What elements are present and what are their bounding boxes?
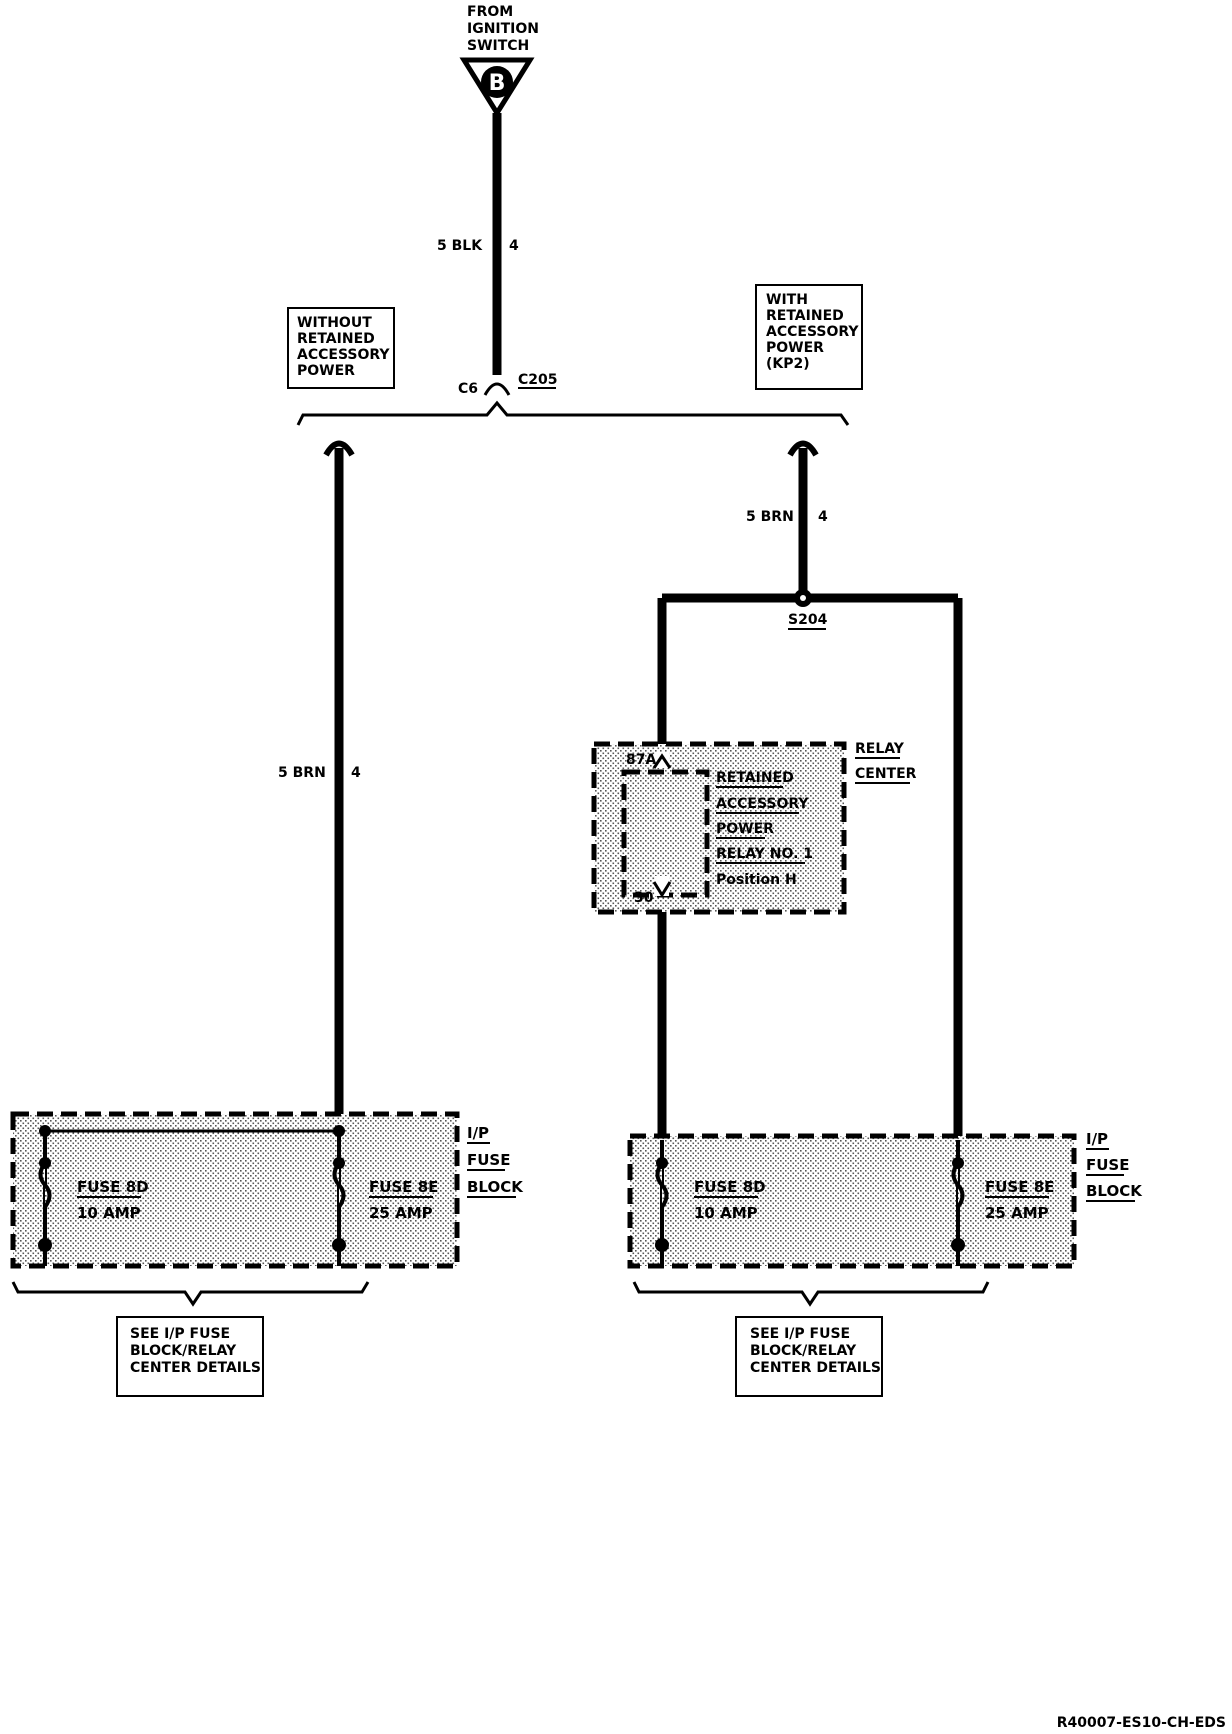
note-box-left: SEE I/P FUSE BLOCK/RELAY CENTER DETAILS <box>116 1316 264 1397</box>
svg-text:POWER: POWER <box>297 363 355 379</box>
fuse-block-left-bracket <box>11 1281 370 1307</box>
connector-b-badge <box>481 66 513 98</box>
connector-id: C205 <box>518 372 558 388</box>
relay-line-1: RETAINED <box>716 770 794 786</box>
relay-line-3: POWER <box>716 821 774 837</box>
relay-center-label: RELAY CENTER <box>855 741 917 784</box>
svg-text:CENTER DETAILS: CENTER DETAILS <box>130 1360 261 1376</box>
connector-c205: C6 C205 <box>458 372 558 397</box>
fuse-block-right-label: I/P FUSE BLOCK <box>1086 1130 1143 1202</box>
fuse-block-left-label: I/P FUSE BLOCK <box>467 1124 524 1198</box>
wire-left-circuit: 4 <box>351 765 361 781</box>
svg-text:I/P: I/P <box>1086 1130 1108 1148</box>
svg-text:ACCESSORY: ACCESSORY <box>297 347 390 363</box>
svg-text:BLOCK/RELAY: BLOCK/RELAY <box>130 1343 237 1359</box>
fuse-right-8d-name: FUSE 8D <box>694 1178 766 1196</box>
fuse-right-8e-rating: 25 AMP <box>985 1204 1049 1222</box>
wire-top-circuit: 4 <box>509 238 519 254</box>
svg-text:WITH: WITH <box>766 292 808 308</box>
relay-line-4: RELAY NO. 1 <box>716 846 813 862</box>
fuse-right-8e-name: FUSE 8E <box>985 1178 1054 1196</box>
svg-text:BLOCK: BLOCK <box>1086 1182 1143 1200</box>
connector-cavity: C6 <box>458 381 478 397</box>
relay-terminal-87a: 87A <box>626 752 656 768</box>
wire-right-circuit: 4 <box>818 509 828 525</box>
relay-terminal-30: 30 <box>634 890 654 906</box>
wire-left-size-color: 5 BRN <box>278 765 326 781</box>
source-label-line-2: IGNITION <box>467 21 539 37</box>
svg-text:BLOCK/RELAY: BLOCK/RELAY <box>750 1343 857 1359</box>
relay-center: 87A 30 RETAINED ACCESSORY POWER RELAY NO… <box>591 741 847 915</box>
splice-s204: S204 <box>662 589 958 630</box>
connector-b-letter: B <box>489 71 506 96</box>
option-without-box: WITHOUT RETAINED ACCESSORY POWER <box>287 307 395 389</box>
fuse-block-right: FUSE 8D 10 AMP FUSE 8E 25 AMP <box>627 1133 1077 1269</box>
svg-text:ACCESSORY: ACCESSORY <box>766 324 859 340</box>
splice-id: S204 <box>788 612 828 628</box>
svg-text:RETAINED: RETAINED <box>766 308 844 324</box>
svg-text:POWER: POWER <box>766 340 824 356</box>
fuse-block-left: FUSE 8D 10 AMP FUSE 8E 25 AMP <box>10 1111 460 1269</box>
relay-line-5: Position H <box>716 872 797 888</box>
wire-top-size-color: 5 BLK <box>437 238 483 254</box>
option-with-box: WITH RETAINED ACCESSORY POWER (KP2) <box>755 284 863 390</box>
source-label-line-3: SWITCH <box>467 38 529 54</box>
wire-right-size-color: 5 BRN <box>746 509 794 525</box>
footer-code: R40007-ES10-CH-EDS <box>1057 1715 1226 1731</box>
svg-text:(KP2): (KP2) <box>766 356 810 372</box>
svg-text:RELAY: RELAY <box>855 741 905 757</box>
wire-right-connector-cap <box>787 440 819 457</box>
ignition-source: FROM IGNITION SWITCH B <box>459 4 539 118</box>
source-label-line-1: FROM <box>467 4 513 20</box>
svg-text:BLOCK: BLOCK <box>467 1178 524 1196</box>
wire-left-connector-cap <box>323 440 355 457</box>
svg-text:FUSE: FUSE <box>1086 1156 1129 1174</box>
fuse-right-8d-rating: 10 AMP <box>694 1204 758 1222</box>
svg-text:WITHOUT: WITHOUT <box>297 315 372 331</box>
fuse-block-right-bracket <box>632 1281 990 1307</box>
option-bracket <box>296 400 850 426</box>
svg-text:CENTER: CENTER <box>855 766 917 782</box>
fuse-left-8d-name: FUSE 8D <box>77 1178 149 1196</box>
fuse-left-8e-rating: 25 AMP <box>369 1204 433 1222</box>
svg-text:SEE I/P FUSE: SEE I/P FUSE <box>130 1326 230 1342</box>
relay-line-2: ACCESSORY <box>716 796 809 812</box>
svg-text:SEE I/P FUSE: SEE I/P FUSE <box>750 1326 850 1342</box>
fuse-left-8d-rating: 10 AMP <box>77 1204 141 1222</box>
svg-text:RETAINED: RETAINED <box>297 331 375 347</box>
svg-text:I/P: I/P <box>467 1124 489 1142</box>
fuse-left-8e-name: FUSE 8E <box>369 1178 438 1196</box>
svg-text:CENTER DETAILS: CENTER DETAILS <box>750 1360 881 1376</box>
note-box-right: SEE I/P FUSE BLOCK/RELAY CENTER DETAILS <box>735 1316 883 1397</box>
svg-text:FUSE: FUSE <box>467 1151 510 1169</box>
